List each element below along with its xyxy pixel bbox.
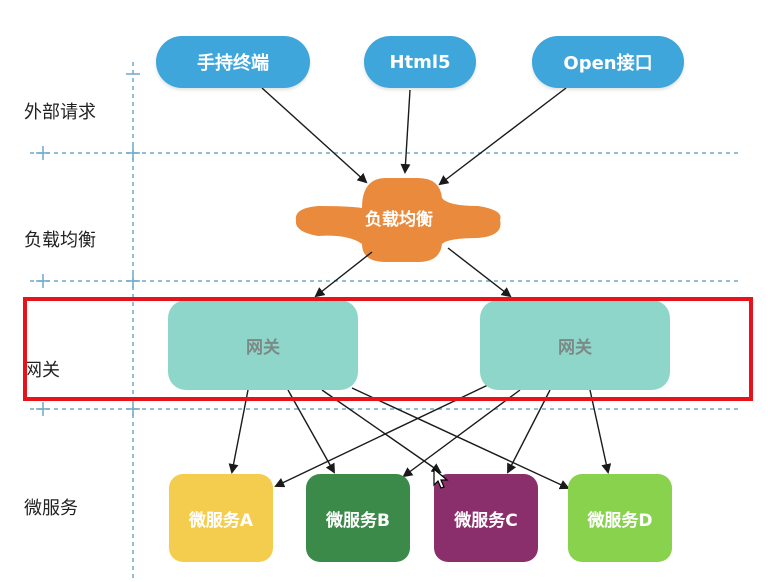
arrow-gw1-to-b — [287, 389, 335, 474]
arrow-openapi-to-lb — [438, 87, 567, 186]
plus-marker — [36, 274, 50, 288]
arrow-lb-to-gateway-right — [447, 247, 512, 298]
load-balancer-shape — [295, 178, 501, 262]
arrow-gw2-to-b — [402, 389, 521, 478]
node-html5: Html5 — [364, 36, 476, 88]
service-d: 微服务D — [568, 474, 672, 562]
plus-marker — [126, 146, 140, 160]
plus-marker — [36, 402, 50, 416]
load-balancer-label: 负载均衡 — [365, 209, 433, 230]
arrow-gw1-to-c — [321, 389, 442, 474]
arrow-gw2-to-c — [507, 389, 551, 474]
layer-label-microservice: 微服务 — [24, 498, 78, 519]
layer-label-gateway: 网关 — [24, 360, 60, 381]
node-open-api: Open接口 — [532, 36, 684, 88]
layer-label-external: 外部请求 — [24, 102, 96, 123]
arrow-gw1-to-d — [351, 387, 570, 490]
service-a: 微服务A — [169, 474, 273, 562]
service-c: 微服务C — [434, 474, 538, 562]
gateway-left: 网关 — [168, 300, 358, 390]
plus-marker — [126, 402, 140, 416]
node-mobile-terminal: 手持终端 — [156, 36, 310, 88]
arrow-mobile-to-lb — [261, 87, 368, 184]
plus-marker — [36, 146, 50, 160]
service-b: 微服务B — [306, 474, 410, 562]
gateway-right: 网关 — [480, 300, 670, 390]
arrow-gw2-to-d — [589, 389, 612, 474]
layer-label-load-balance: 负载均衡 — [24, 230, 96, 251]
arrow-lb-to-gateway-left — [314, 251, 373, 298]
mouse-cursor-icon — [433, 468, 449, 489]
arrow-html5-to-lb — [400, 89, 411, 174]
arrow-gw2-to-a — [274, 383, 491, 488]
arrow-gw1-to-a — [228, 389, 249, 474]
gateway-highlight-box — [23, 297, 753, 401]
plus-marker — [126, 274, 140, 288]
